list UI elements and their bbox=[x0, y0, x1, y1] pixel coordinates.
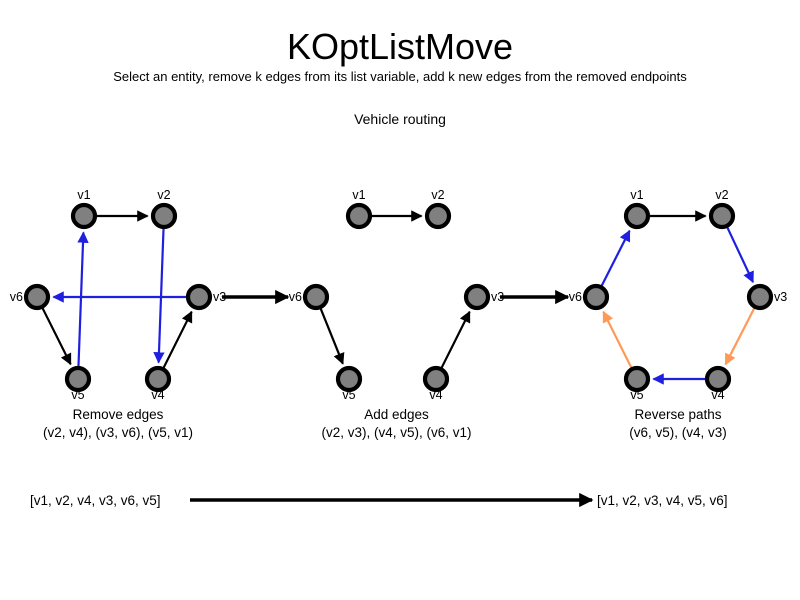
node-panel-reverse-v2[interactable] bbox=[708, 202, 736, 230]
node-panel-remove-v2[interactable] bbox=[150, 202, 178, 230]
node-panel-add-v4[interactable] bbox=[422, 365, 450, 393]
node-label-panel-reverse-v5: v5 bbox=[630, 388, 643, 402]
after-list: [v1, v2, v3, v4, v5, v6] bbox=[597, 493, 728, 508]
edges-layer bbox=[41, 210, 756, 385]
node-label-panel-remove-v6: v6 bbox=[10, 290, 23, 304]
node-panel-reverse-v4[interactable] bbox=[704, 365, 732, 393]
caption-detail-panel-remove: (v2, v4), (v3, v6), (v5, v1) bbox=[43, 425, 193, 440]
edge-panel-remove-v6-to-v5 bbox=[41, 307, 72, 366]
caption-detail-panel-add: (v2, v3), (v4, v5), (v6, v1) bbox=[321, 425, 471, 440]
caption-title-panel-remove: Remove edges bbox=[73, 407, 164, 422]
node-panel-reverse-v5[interactable] bbox=[623, 365, 651, 393]
caption-title-panel-add: Add edges bbox=[364, 407, 429, 422]
edge-panel-add-v6-to-v5 bbox=[319, 308, 345, 365]
page-subtitle: Select an entity, remove k edges from it… bbox=[113, 69, 687, 84]
edge-panel-remove-v2-to-v4 bbox=[153, 228, 165, 364]
node-label-panel-remove-v3: v3 bbox=[213, 290, 226, 304]
node-label-panel-add-v1: v1 bbox=[352, 188, 365, 202]
node-label-panel-remove-v4: v4 bbox=[151, 388, 164, 402]
caption-title-panel-reverse: Reverse paths bbox=[634, 407, 721, 422]
node-label-panel-remove-v5: v5 bbox=[71, 388, 84, 402]
node-label-panel-remove-v2: v2 bbox=[157, 188, 170, 202]
node-panel-add-v1[interactable] bbox=[345, 202, 373, 230]
node-label-panel-add-v6: v6 bbox=[289, 290, 302, 304]
node-panel-reverse-v1[interactable] bbox=[623, 202, 651, 230]
edge-panel-reverse-v6-to-v1 bbox=[600, 229, 631, 287]
node-panel-reverse-v3[interactable] bbox=[746, 283, 774, 311]
node-panel-add-v5[interactable] bbox=[335, 365, 363, 393]
node-label-panel-add-v5: v5 bbox=[342, 388, 355, 402]
section-label: Vehicle routing bbox=[354, 111, 446, 127]
edge-panel-add-v4-to-v3 bbox=[440, 310, 471, 369]
node-label-panel-reverse-v6: v6 bbox=[569, 290, 582, 304]
node-panel-add-v3[interactable] bbox=[463, 283, 491, 311]
node-panel-remove-v5[interactable] bbox=[64, 365, 92, 393]
edge-panel-remove-v5-to-v1 bbox=[77, 231, 89, 367]
node-label-panel-add-v2: v2 bbox=[431, 188, 444, 202]
node-panel-remove-v3[interactable] bbox=[185, 283, 213, 311]
node-label-panel-reverse-v2: v2 bbox=[715, 188, 728, 202]
node-panel-remove-v1[interactable] bbox=[70, 202, 98, 230]
node-label-panel-add-v4: v4 bbox=[429, 388, 442, 402]
bottom-transform-layer: [v1, v2, v4, v3, v6, v5] [v1, v2, v3, v4,… bbox=[30, 492, 728, 508]
node-label-panel-reverse-v4: v4 bbox=[711, 388, 724, 402]
before-list: [v1, v2, v4, v3, v6, v5] bbox=[30, 493, 161, 508]
edge-panel-reverse-v3-to-v4 bbox=[724, 307, 756, 366]
edge-panel-remove-v4-to-v3 bbox=[162, 310, 193, 369]
node-label-panel-remove-v1: v1 bbox=[77, 188, 90, 202]
node-panel-add-v2[interactable] bbox=[424, 202, 452, 230]
node-label-panel-add-v3: v3 bbox=[491, 290, 504, 304]
node-panel-reverse-v6[interactable] bbox=[582, 283, 610, 311]
edge-panel-reverse-v5-to-v6 bbox=[602, 310, 633, 369]
node-panel-remove-v4[interactable] bbox=[144, 365, 172, 393]
captions-layer: Remove edges (v2, v4), (v3, v6), (v5, v1)… bbox=[43, 407, 727, 440]
node-panel-remove-v6[interactable] bbox=[23, 283, 51, 311]
node-panel-add-v6[interactable] bbox=[302, 283, 330, 311]
node-label-panel-reverse-v1: v1 bbox=[630, 188, 643, 202]
node-label-panel-reverse-v3: v3 bbox=[774, 290, 787, 304]
page-title: KOptListMove bbox=[286, 26, 514, 67]
caption-detail-panel-reverse: (v6, v5), (v4, v3) bbox=[629, 425, 727, 440]
nodes-layer: v1 v2 v3 v4 v5 v6 v1 v2 v3 v4 v5 v6 v1 v2 v3 v4 v5 v6 bbox=[10, 188, 787, 402]
edge-panel-reverse-v2-to-v3 bbox=[726, 226, 754, 284]
